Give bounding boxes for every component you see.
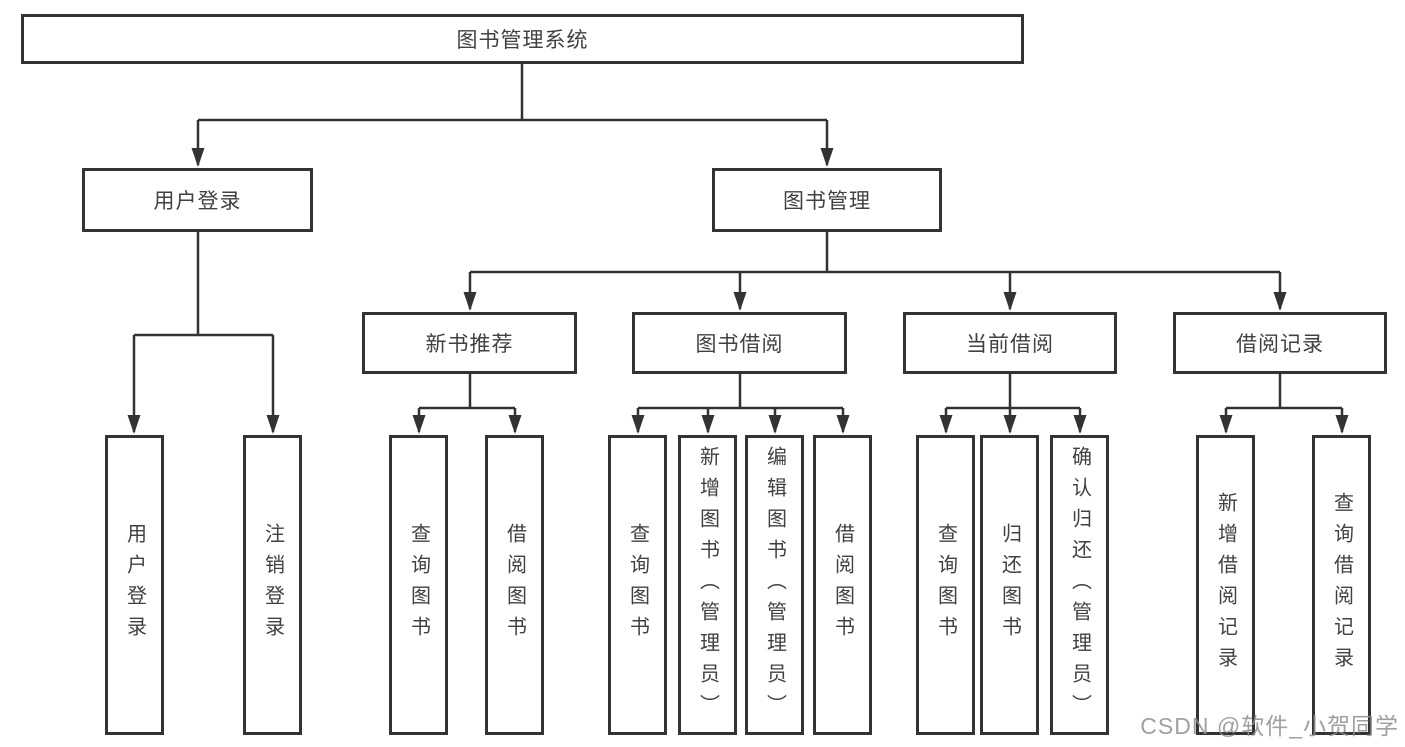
node-current-borrow: 当前借阅: [903, 312, 1117, 374]
node-add-book-admin: 新增图书（管理员）: [678, 435, 737, 735]
node-root: 图书管理系统: [21, 14, 1024, 64]
connector-current-borrow-trunk: [946, 374, 1080, 410]
node-return-books: 归还图书: [980, 435, 1039, 735]
node-query-books-2: 查询图书: [608, 435, 667, 735]
node-logout-leaf: 注销登录: [243, 435, 302, 735]
node-user-login-leaf: 用户登录: [105, 435, 164, 735]
node-book-borrow: 图书借阅: [632, 312, 847, 374]
node-query-books-1: 查询图书: [389, 435, 448, 735]
node-borrow-books-2: 借阅图书: [813, 435, 872, 735]
node-book-management-branch: 图书管理: [712, 168, 942, 232]
node-edit-book-admin: 编辑图书（管理员）: [745, 435, 804, 735]
node-borrow-books-1: 借阅图书: [485, 435, 544, 735]
connector-book-management-trunk: [470, 232, 1280, 274]
csdn-watermark: CSDN @软件_小贺同学: [1140, 713, 1399, 739]
node-user-login-branch: 用户登录: [82, 168, 313, 232]
node-confirm-return-admin: 确认归还（管理员）: [1050, 435, 1109, 735]
connector-user-login-trunk: [134, 232, 273, 337]
connector-book-borrow-trunk: [638, 374, 843, 410]
connector-root-trunk: [198, 64, 827, 122]
connector-new-book-recommend-trunk: [419, 374, 515, 410]
node-borrow-records: 借阅记录: [1173, 312, 1387, 374]
node-new-book-recommend: 新书推荐: [362, 312, 577, 374]
connector-borrow-records-trunk: [1226, 374, 1342, 410]
node-query-books-3: 查询图书: [916, 435, 975, 735]
node-query-borrow-record: 查询借阅记录: [1312, 435, 1371, 735]
node-add-borrow-record: 新增借阅记录: [1196, 435, 1255, 735]
